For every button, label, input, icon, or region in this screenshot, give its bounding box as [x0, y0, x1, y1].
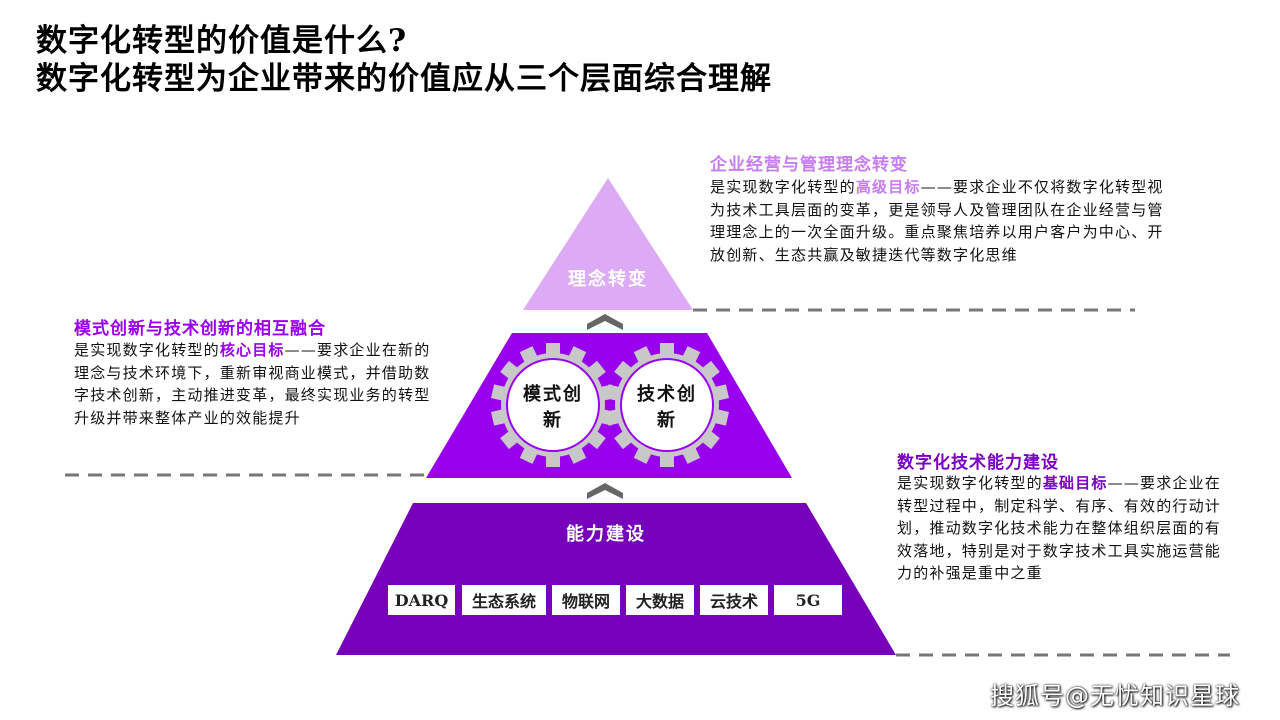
watermark: 搜狐号@无忧知识星球 [990, 682, 1240, 710]
pyramid-top-tier [523, 178, 693, 310]
bottom-highlight: 基础目标 [1042, 474, 1108, 492]
bottom-heading: 数字化技术能力建设 [897, 453, 1059, 473]
tag-ecosystem: 生态系统 [462, 585, 546, 615]
title-line-2: 数字化转型为企业带来的价值应从三个层面综合理解 [36, 61, 772, 97]
gear-left-text: 模式创新 [523, 384, 583, 431]
middle-description: 是实现数字化转型的核心目标——要求企业在新的理念与技术环境下，重新审视商业模式，… [74, 339, 434, 429]
bottom-text-prefix: 是实现数字化转型的 [897, 474, 1043, 492]
tag-cloud: 云技术 [700, 585, 768, 615]
bottom-text-rest: ——要求企业在转型过程中，制定科学、有序、有效的行动计划，推动数字化技术能力在整… [897, 474, 1222, 582]
chevron-up-icon [587, 314, 623, 330]
middle-highlight: 核心目标 [219, 341, 285, 359]
bottom-description: 是实现数字化转型的基础目标——要求企业在转型过程中，制定科学、有序、有效的行动计… [897, 472, 1222, 585]
bottom-tier-label: 能力建设 [566, 524, 646, 545]
title-line-1: 数字化转型的价值是什么? [36, 23, 408, 59]
top-text-rest: ——要求企业不仅将数字化转型视为技术工具层面的变革，更是领导人及管理团队在企业经… [710, 178, 1164, 264]
tag-big-data: 大数据 [626, 585, 694, 615]
tag-5g: 5G [774, 585, 842, 615]
gear-label-model-innovation: 模式创新 [523, 382, 583, 434]
top-highlight: 高级目标 [855, 178, 921, 196]
gear-label-tech-innovation: 技术创新 [637, 382, 697, 434]
pyramid-middle-tier [426, 333, 792, 478]
gear-right-icon [604, 343, 730, 467]
tag-iot: 物联网 [552, 585, 620, 615]
top-heading: 企业经营与管理理念转变 [710, 155, 908, 175]
middle-text-prefix: 是实现数字化转型的 [74, 341, 220, 359]
chevron-up-icon [587, 483, 623, 499]
gear-left-icon [490, 343, 616, 467]
tag-darq: DARQ [388, 585, 455, 615]
middle-heading: 模式创新与技术创新的相互融合 [74, 319, 326, 339]
gear-right-text: 技术创新 [637, 384, 697, 431]
pyramid-bottom-tier [336, 503, 896, 655]
middle-text-rest: ——要求企业在新的理念与技术环境下，重新审视商业模式，并借助数字技术创新，主动推… [74, 341, 431, 427]
top-tier-label: 理念转变 [568, 269, 648, 290]
top-text-prefix: 是实现数字化转型的 [710, 178, 856, 196]
top-description: 是实现数字化转型的高级目标——要求企业不仅将数字化转型视为技术工具层面的变革，更… [710, 176, 1165, 266]
